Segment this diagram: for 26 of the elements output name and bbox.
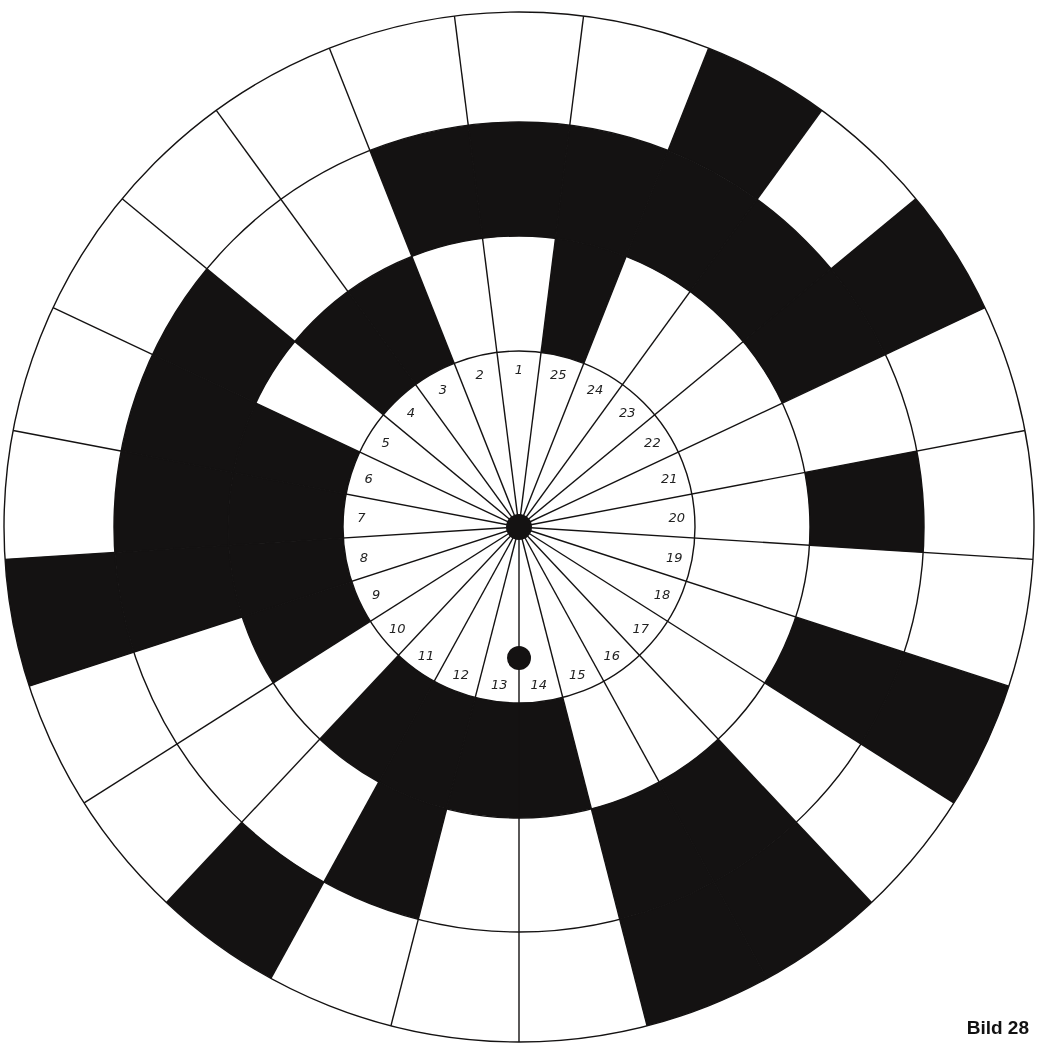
figure-caption: Bild 28 (966, 1018, 1029, 1037)
sector-number: 12 (452, 667, 470, 681)
sector-number: 19 (665, 550, 683, 564)
sector-number: 15 (568, 667, 586, 681)
sector-number: 14 (530, 677, 548, 691)
sector-number: 5 (381, 435, 390, 449)
sector-number: 2 (475, 367, 484, 381)
sector-number: 4 (406, 405, 415, 419)
sector-number: 23 (618, 405, 636, 419)
sector-number: 7 (357, 510, 366, 524)
sector-number: 10 (389, 621, 406, 635)
sector-number: 21 (661, 471, 678, 485)
sector-number: 24 (586, 382, 604, 396)
sector-number: 13 (490, 677, 508, 691)
sector-number: 8 (359, 550, 368, 564)
sector-number: 3 (438, 382, 447, 396)
sector-number: 20 (668, 510, 685, 524)
sector-number: 6 (364, 471, 373, 485)
sector-number: 16 (603, 648, 621, 662)
sector-number: 9 (371, 587, 381, 601)
sector-number: 11 (417, 648, 435, 662)
sector-number: 17 (632, 621, 649, 635)
sector-number: 1 (514, 362, 524, 376)
sector-number: 22 (644, 435, 661, 449)
sector-number: 18 (653, 587, 671, 601)
sector-number: 25 (550, 367, 567, 381)
